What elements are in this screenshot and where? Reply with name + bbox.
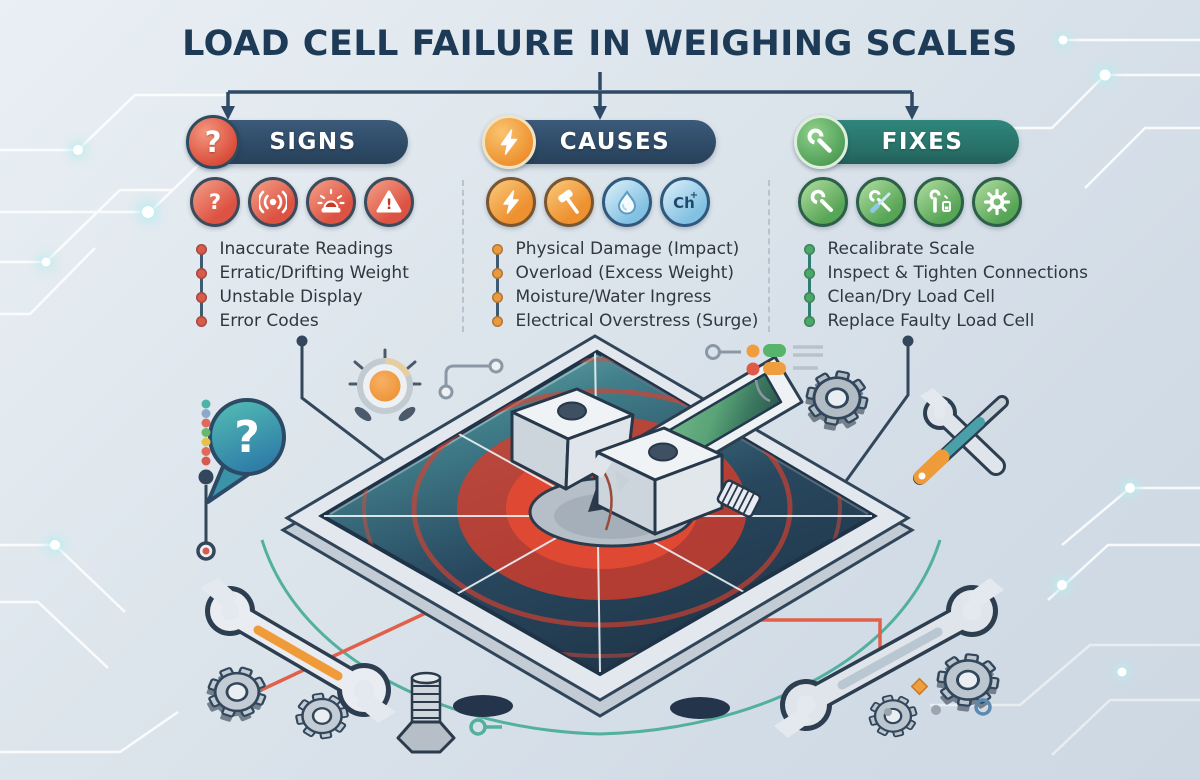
bolt-icon — [396, 671, 456, 754]
chemical-icon: Ch + — [660, 177, 710, 227]
gear-icon — [206, 666, 267, 722]
gear-icon — [972, 177, 1022, 227]
scale-foot — [453, 695, 513, 717]
bullet-dot — [195, 315, 207, 327]
list-item: Electrical Overstress (Surge) — [488, 309, 766, 333]
causes-header: CAUSES — [482, 115, 716, 169]
svg-text:Ch: Ch — [673, 194, 695, 212]
list-item: Error Codes — [192, 309, 465, 333]
svg-text:!: ! — [386, 197, 392, 213]
lightning-badge-icon — [482, 115, 536, 169]
bullet-dot — [803, 291, 815, 303]
crossed-tools — [913, 388, 1009, 485]
bullet-dot — [803, 243, 815, 255]
question-badge-icon: ? — [186, 115, 240, 169]
list-item: Inaccurate Readings — [192, 237, 465, 261]
bullet-dot — [195, 291, 207, 303]
svg-text:?: ? — [209, 190, 221, 214]
lightning-icon — [486, 177, 536, 227]
bullet-dot — [491, 267, 503, 279]
list-item: Unstable Display — [192, 285, 465, 309]
signs-icon-row: ? ! — [190, 177, 465, 227]
water-drop-icon — [602, 177, 652, 227]
vibration-icon — [248, 177, 298, 227]
bullet-dot — [195, 243, 207, 255]
bullet-dot — [491, 243, 503, 255]
list-item: Erratic/Drifting Weight — [192, 261, 465, 285]
list-item: Clean/Dry Load Cell — [800, 285, 1098, 309]
checklist-glyph — [705, 344, 823, 403]
wrench-icon — [200, 578, 396, 723]
list-item: Recalibrate Scale — [800, 237, 1098, 261]
bullet-dot — [803, 267, 815, 279]
bullet-dot — [803, 315, 815, 327]
diamond-accent — [910, 677, 929, 696]
bullet-dot — [195, 267, 207, 279]
list-item: Replace Faulty Load Cell — [800, 309, 1098, 333]
fixes-header: FIXES — [794, 115, 1019, 169]
speech-bubble: ? — [206, 398, 286, 504]
signs-header: ? SIGNS — [186, 115, 408, 169]
status-dots — [196, 399, 216, 561]
warning-triangle-icon: ! — [364, 177, 414, 227]
wrench-icon — [920, 388, 1006, 476]
hammer-icon — [544, 177, 594, 227]
load-cell-right-block — [595, 426, 724, 536]
gear-icon — [868, 694, 918, 738]
causes-column: CAUSES Ch + Physical Damage (Impact) Ov — [482, 115, 766, 333]
list-item: Physical Damage (Impact) — [488, 237, 766, 261]
signs-column: ? SIGNS ? — [186, 115, 465, 333]
wrench-icon — [798, 177, 848, 227]
gear-icon — [295, 692, 349, 740]
dot-cluster — [884, 698, 992, 716]
fixes-column: FIXES — [794, 115, 1098, 333]
causes-header-label: CAUSES — [559, 129, 671, 155]
crossed-tools-icon — [856, 177, 906, 227]
fixes-list: Recalibrate Scale Inspect & Tighten Conn… — [800, 237, 1098, 333]
scale-foot — [670, 697, 730, 719]
list-item: Inspect & Tighten Connections — [800, 261, 1098, 285]
load-cell-bolt — [716, 479, 762, 518]
bulb-icon — [348, 348, 422, 422]
wrench-icon — [774, 578, 1004, 738]
bubble-question-mark: ? — [234, 412, 260, 463]
causes-icon-row: Ch + — [486, 177, 766, 227]
gear-icon — [936, 653, 1000, 712]
causes-list: Physical Damage (Impact) Overload (Exces… — [488, 237, 766, 333]
gear-icon — [805, 370, 869, 431]
wrench-badge-icon — [794, 115, 848, 169]
signs-list: Inaccurate Readings Erratic/Drifting Wei… — [192, 237, 465, 333]
svg-text:+: + — [690, 190, 698, 201]
column-divider — [462, 180, 464, 332]
weighing-scale — [279, 334, 916, 719]
teal-wire — [260, 539, 942, 736]
column-divider — [768, 180, 770, 332]
question-circle-icon: ? — [190, 177, 240, 227]
bullet-dot — [491, 315, 503, 327]
circuit-glow-dots — [38, 32, 1139, 680]
signs-header-label: SIGNS — [269, 129, 357, 155]
broken-load-cell — [510, 387, 762, 548]
list-item: Overload (Excess Weight) — [488, 261, 766, 285]
screwdriver-icon — [913, 395, 1009, 485]
circle-link-glyph — [469, 718, 502, 736]
fixes-icon-row — [798, 177, 1098, 227]
tool-check-icon — [914, 177, 964, 227]
title-connector-arrows — [221, 72, 919, 120]
alarm-light-icon — [306, 177, 356, 227]
page-title: LOAD CELL FAILURE IN WEIGHING SCALES — [182, 24, 1018, 64]
bullet-dot — [491, 291, 503, 303]
list-item: Moisture/Water Ingress — [488, 285, 766, 309]
circuit-node-glyph — [438, 358, 504, 400]
fixes-header-label: FIXES — [881, 129, 964, 155]
